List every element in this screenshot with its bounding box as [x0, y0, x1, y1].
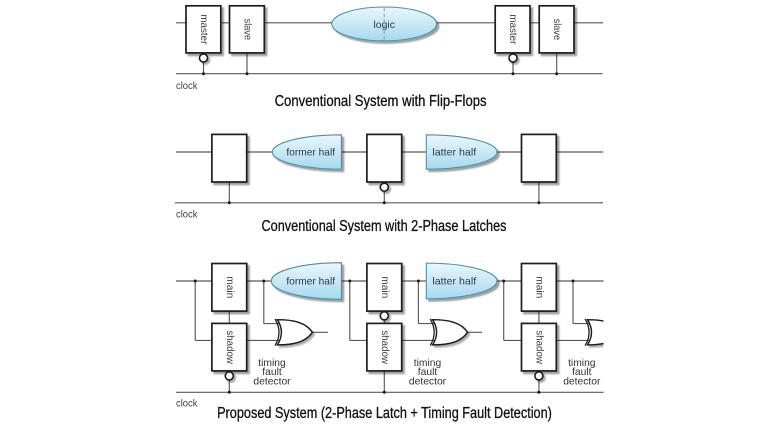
- svg-text:clock: clock: [176, 398, 198, 409]
- svg-text:Conventional System with 2-Pha: Conventional System with 2-Phase Latches: [262, 218, 507, 235]
- svg-text:fault: fault: [418, 367, 438, 378]
- svg-text:shadow: shadow: [379, 330, 390, 364]
- svg-text:main: main: [224, 276, 235, 298]
- svg-text:slave: slave: [551, 19, 562, 41]
- svg-text:shadow: shadow: [533, 330, 544, 364]
- svg-text:former half: former half: [286, 146, 335, 158]
- svg-text:clock: clock: [176, 81, 198, 92]
- svg-text:latter half: latter half: [432, 146, 476, 158]
- svg-text:fault: fault: [262, 367, 282, 378]
- svg-text:Conventional System with Flip-: Conventional System with Flip-Flops: [275, 93, 487, 110]
- svg-text:main: main: [379, 276, 390, 298]
- svg-text:detector: detector: [253, 376, 291, 387]
- svg-text:master: master: [507, 14, 518, 45]
- svg-text:detector: detector: [563, 376, 601, 387]
- svg-text:latter half: latter half: [432, 275, 476, 287]
- svg-text:master: master: [198, 14, 209, 45]
- svg-text:clock: clock: [176, 210, 198, 221]
- svg-text:timing: timing: [258, 358, 286, 369]
- svg-text:timing: timing: [414, 358, 442, 369]
- svg-text:fault: fault: [572, 367, 592, 378]
- svg-text:timing: timing: [568, 358, 596, 369]
- svg-text:shadow: shadow: [224, 330, 235, 364]
- svg-text:slave: slave: [241, 19, 252, 41]
- svg-text:main: main: [533, 276, 544, 298]
- svg-text:Proposed System (2-Phase Latch: Proposed System (2-Phase Latch + Timing …: [217, 405, 552, 422]
- svg-text:logic: logic: [373, 19, 395, 31]
- svg-text:detector: detector: [409, 376, 447, 387]
- svg-text:former half: former half: [286, 275, 335, 287]
